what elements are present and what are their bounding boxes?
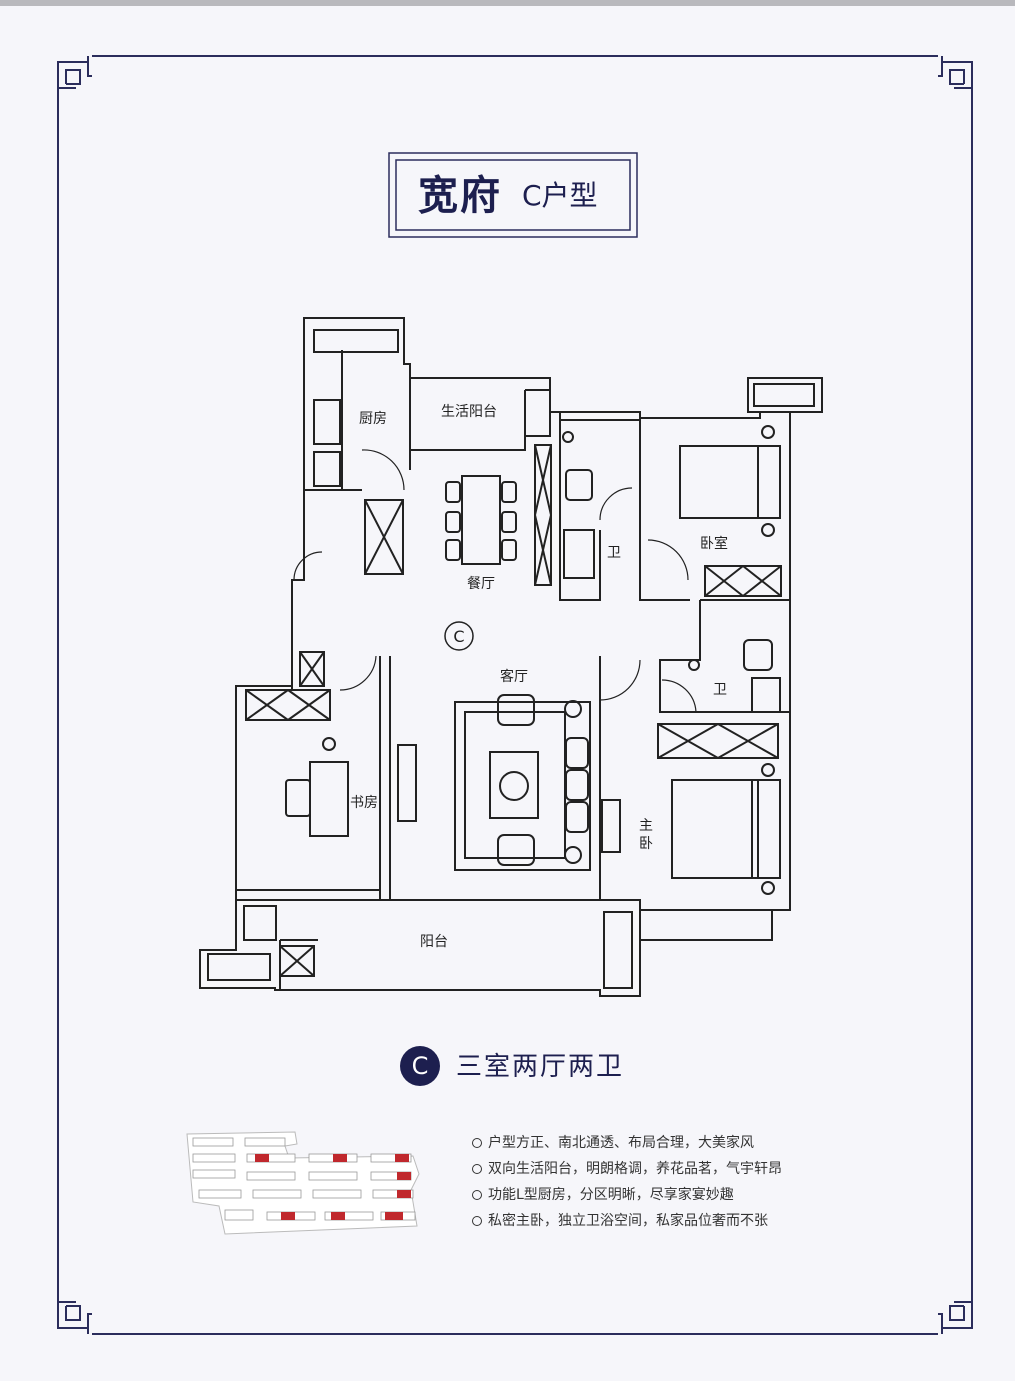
floor-plan: C 厨房 生活阳台 餐厅 卫 卧室 客厅 卫 书房 主 卧 阳台 <box>180 300 850 1000</box>
bullet-icon <box>472 1216 482 1226</box>
room-label-balcony: 阳台 <box>420 934 448 950</box>
room-label-bath-master: 卫 <box>713 682 727 698</box>
room-label-bath-public: 卫 <box>607 545 621 561</box>
room-label-utility-balcony: 生活阳台 <box>441 404 497 420</box>
bullet-icon <box>472 1190 482 1200</box>
corner-fret-icon <box>58 56 92 92</box>
title-sub: C户型 <box>522 176 598 216</box>
room-label-dining: 餐厅 <box>467 576 495 592</box>
layout-summary: 三室两厅两卫 <box>456 1044 624 1090</box>
title-main: 宽府 <box>418 168 502 224</box>
feature-item: 功能L型厨房，分区明晰，尽享家宴妙趣 <box>472 1182 892 1208</box>
corner-fret-icon <box>938 56 972 92</box>
corner-fret-icon <box>58 1298 92 1334</box>
feature-item: 私密主卧，独立卫浴空间，私家品位奢而不张 <box>472 1208 892 1234</box>
feature-list: 户型方正、南北通透、布局合理，大美家风 双向生活阳台，明朗格调，养花品茗，气宇轩… <box>472 1130 892 1234</box>
bullet-icon <box>472 1164 482 1174</box>
room-label-bedroom: 卧室 <box>700 535 728 552</box>
room-label-master-2: 卧 <box>639 836 653 852</box>
feature-item: 双向生活阳台，明朗格调，养花品茗，气宇轩昂 <box>472 1156 892 1182</box>
room-label-master-1: 主 <box>639 818 653 834</box>
bullet-icon <box>472 1138 482 1148</box>
unit-marker-label: C <box>453 627 464 646</box>
corner-fret-icon <box>938 1298 972 1334</box>
room-label-living: 客厅 <box>500 668 528 685</box>
layout-badge: C <box>400 1046 440 1086</box>
feature-item: 户型方正、南北通透、布局合理，大美家风 <box>472 1130 892 1156</box>
room-label-study: 书房 <box>350 795 378 811</box>
room-label-kitchen: 厨房 <box>359 411 387 427</box>
site-plan-thumbnail <box>185 1130 445 1235</box>
